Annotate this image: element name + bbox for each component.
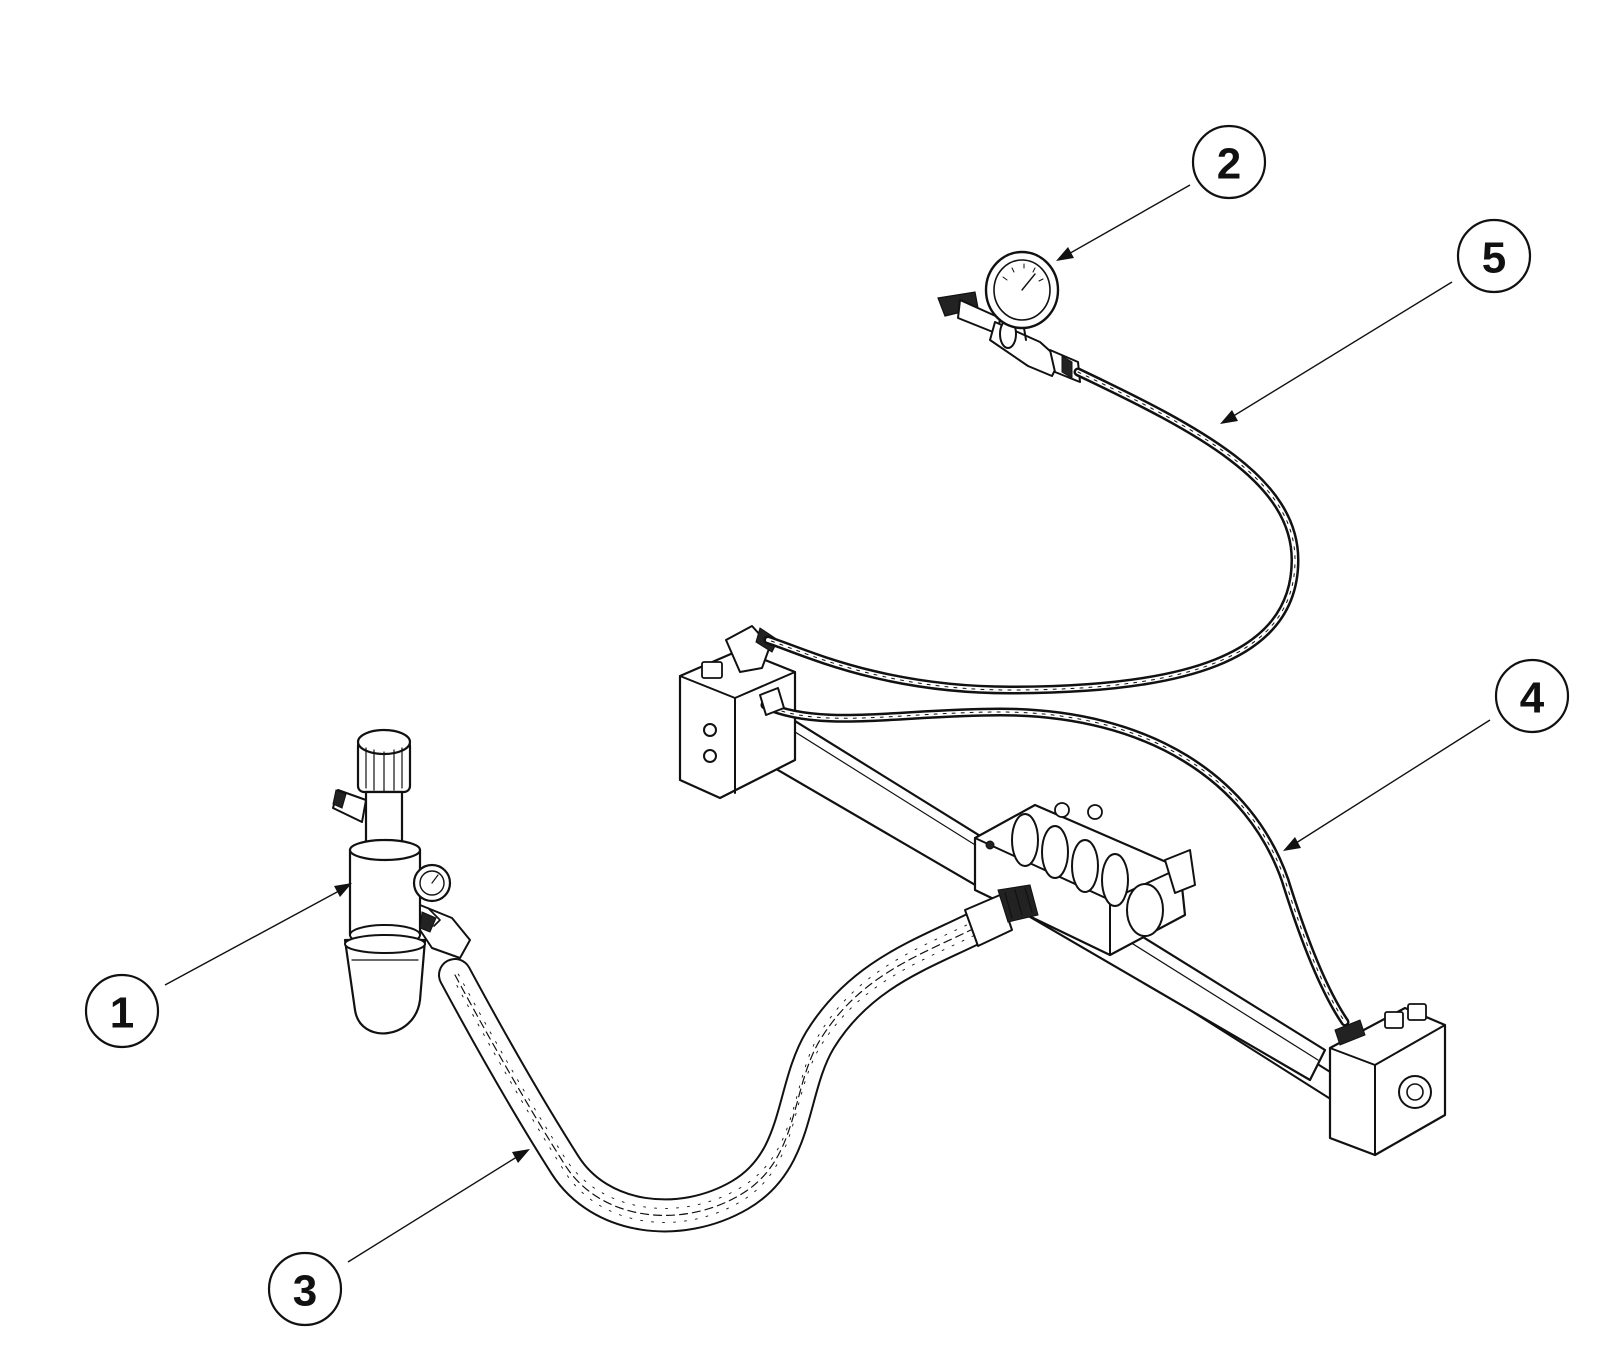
callout-5: 5 xyxy=(1220,218,1532,424)
regulator-filter-assembly xyxy=(332,728,471,1035)
callout-1-label: 1 xyxy=(110,989,134,1038)
callout-2-arrowhead xyxy=(1056,247,1074,261)
callout-1-circle xyxy=(84,973,160,1049)
callout-5-label: 5 xyxy=(1482,234,1506,283)
callout-3-leader xyxy=(347,1149,529,1263)
callout-2-leader xyxy=(1057,184,1191,261)
callout-5-arrowhead xyxy=(1220,410,1238,424)
gauge-hose-5 xyxy=(763,367,1300,695)
carriage-block xyxy=(973,802,1196,957)
callout-1-arrowhead xyxy=(334,883,352,897)
callout-3-arrowhead xyxy=(512,1149,530,1163)
callouts: 1 2 3 4 5 xyxy=(84,124,1570,1327)
callout-2-circle xyxy=(1191,124,1267,200)
callout-4-circle xyxy=(1494,658,1570,734)
callout-5-circle xyxy=(1456,218,1532,294)
callout-2: 2 xyxy=(1056,124,1267,261)
callout-4-label: 4 xyxy=(1520,674,1545,723)
callout-4-arrowhead xyxy=(1283,837,1301,851)
callout-2-label: 2 xyxy=(1217,140,1241,189)
callout-5-leader xyxy=(1221,281,1453,424)
callout-1-leader xyxy=(164,884,351,986)
callout-4-leader xyxy=(1284,719,1491,851)
pressure-gauge-assembly xyxy=(937,250,1081,383)
braided-supply-hose-3 xyxy=(438,884,1039,1233)
callout-1: 1 xyxy=(84,883,352,1049)
cylinder-hose-4 xyxy=(759,687,1350,1027)
callout-3-label: 3 xyxy=(293,1267,317,1316)
callout-3-circle xyxy=(267,1251,343,1327)
right-end-block xyxy=(1328,1003,1447,1157)
callout-4: 4 xyxy=(1283,658,1570,851)
callout-3: 3 xyxy=(267,1149,530,1327)
